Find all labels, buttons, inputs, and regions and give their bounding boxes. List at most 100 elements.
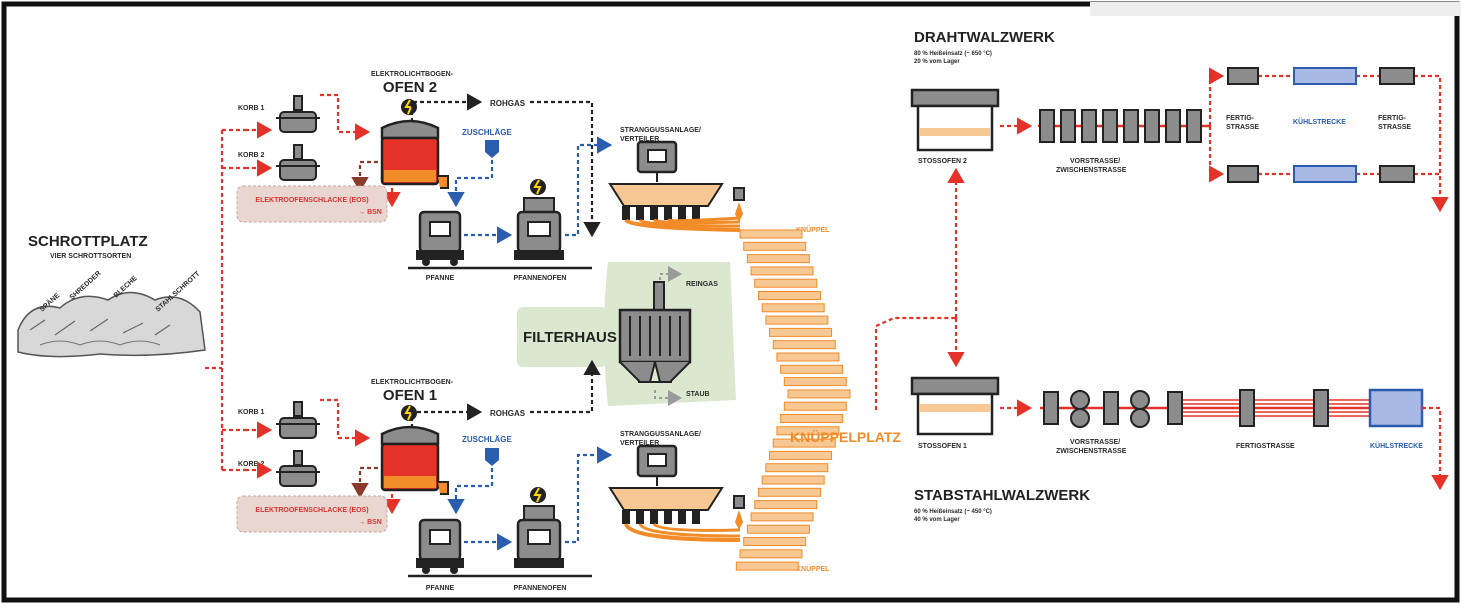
rolling-stand <box>1165 109 1181 143</box>
wire-mill-line2: 20 % vom Lager <box>914 59 960 65</box>
bar-stands-line2: ZWISCHENSTRASSE <box>1056 448 1127 455</box>
korb1-label-top: KORB 1 <box>238 105 265 112</box>
caster-label-line1-top: STRANGGUSSANLAGE/ <box>620 127 701 134</box>
slag-box <box>236 185 388 223</box>
rolling-stand <box>1144 109 1160 143</box>
wire-finish1-line1: FERTIG- <box>1226 115 1255 122</box>
additive-hopper-icon <box>485 448 499 466</box>
korb2-label-bottom: KORB 2 <box>238 461 265 468</box>
staub-label: STAUB <box>686 391 710 398</box>
continuous-caster-icon <box>608 140 745 232</box>
slag-arrow <box>351 466 378 499</box>
slag-label-line2: → BSN <box>358 209 382 216</box>
korb2-label-top: KORB 2 <box>238 152 265 159</box>
billet <box>746 254 810 264</box>
billet <box>739 549 803 559</box>
rolling-stand <box>1081 109 1097 143</box>
rohgas-label-top: ROHGAS <box>490 99 526 108</box>
filter-house: FILTERHAUS REINGAS STAUB <box>517 262 736 406</box>
scrap-flow-lines <box>205 128 245 472</box>
finishing-block <box>1227 165 1259 183</box>
reingas-label: REINGAS <box>686 281 718 288</box>
billet <box>787 389 851 399</box>
billet-yard-stack <box>735 229 851 571</box>
rolling-stand <box>1039 109 1055 143</box>
arc-furnace-icon <box>380 99 449 189</box>
finishing-block <box>1379 67 1415 85</box>
rohgas-label-bottom: ROHGAS <box>490 409 526 418</box>
billet <box>746 524 810 534</box>
furnace-2-section: KORB 1 KORB 2 ELEKTROLICHTBOGEN- OFEN 2 … <box>236 71 830 282</box>
billet <box>780 414 844 423</box>
caster-label-line2-bottom: VERTEILER <box>620 440 659 447</box>
basket-icon <box>276 144 320 181</box>
billet <box>754 278 818 288</box>
finishing-block <box>1379 165 1415 183</box>
billet <box>783 377 847 387</box>
bar-oven-label: STOSSOFEN 1 <box>918 443 967 450</box>
rolling-stand <box>1186 109 1202 143</box>
billet <box>765 463 829 473</box>
scrap-subtitle: VIER SCHROTTSORTEN <box>50 253 131 260</box>
billet <box>769 327 833 337</box>
billet <box>765 315 829 325</box>
billet <box>743 241 807 251</box>
wire-mill-section: DRAHTWALZWERK 80 % Heißeinsatz (~ 650 °C… <box>910 29 1449 213</box>
pfanne-label-top: PFANNE <box>426 275 455 282</box>
bar-mill-title: STABSTAHLWALZWERK <box>914 487 1090 504</box>
slag-box <box>236 495 388 533</box>
pusher-furnace-icon <box>910 88 1000 152</box>
wire-mill-title: DRAHTWALZWERK <box>914 29 1055 46</box>
pfannenofen-label-top: PFANNENOFEN <box>514 275 567 282</box>
caster-label-line1-bottom: STRANGGUSSANLAGE/ <box>620 431 701 438</box>
basket-icon <box>276 450 320 487</box>
billet <box>776 352 840 362</box>
wire-finish2-line1: FERTIG- <box>1378 115 1407 122</box>
billet <box>743 537 807 546</box>
cooling-section <box>1293 165 1357 183</box>
oven-to-caster-arrow <box>565 446 613 544</box>
wire-mill-line1: 80 % Heißeinsatz (~ 650 °C) <box>914 51 992 57</box>
pusher-furnace-icon <box>910 376 1000 436</box>
billet-yard-title: KNÜPPELPLATZ <box>790 429 901 445</box>
knueppel-label-bottom: KNÜPPEL <box>796 564 830 573</box>
scrap-title: SCHROTTPLATZ <box>28 233 148 250</box>
ladle-icon <box>416 210 464 266</box>
arc-furnace-icon <box>380 405 449 495</box>
scrap-pile <box>17 291 206 358</box>
billet <box>754 500 818 510</box>
billet <box>772 438 836 448</box>
continuous-caster-icon <box>608 444 745 542</box>
wire-finish1-line2: STRASSE <box>1226 124 1259 131</box>
roughing-stands <box>1038 109 1210 143</box>
bar-finish-label: FERTIGSTRASSE <box>1236 443 1295 450</box>
bar-cooling-label: KÜHLSTRECKE <box>1370 441 1423 450</box>
filter-unit-icon <box>618 281 692 383</box>
slag-label-line2: → BSN <box>358 519 382 526</box>
wire-finish2-line2: STRASSE <box>1378 124 1411 131</box>
filter-house-title: FILTERHAUS <box>523 329 617 346</box>
basket-icon <box>276 401 320 439</box>
slag-label-line1: ELEKTROOFENSCHLACKE (EOS) <box>255 197 368 204</box>
yard-to-oven-lines <box>874 167 965 410</box>
basket-icon <box>276 95 320 133</box>
knueppel-label-top: KNÜPPEL <box>796 225 830 234</box>
billet <box>750 512 814 522</box>
ladle-furnace-icon <box>514 487 564 568</box>
bar-rolling-line <box>1040 388 1424 428</box>
top-right-strip <box>1090 2 1461 16</box>
pfannenofen-label-bottom: PFANNENOFEN <box>514 585 567 592</box>
additive-hopper-icon <box>485 140 499 158</box>
bar-stands-line1: VORSTRASSE/ <box>1070 439 1120 446</box>
ladle-icon <box>416 518 464 574</box>
bar-mill-section: STOSSOFEN 1 VORSTRASSE/ ZWISCHENSTRASSE … <box>910 376 1449 523</box>
wire-oven-label: STOSSOFEN 2 <box>918 158 967 165</box>
billet <box>757 291 821 300</box>
zuschlaege-label-bottom: ZUSCHLÄGE <box>462 435 512 444</box>
billet <box>783 401 847 411</box>
billet <box>757 487 821 497</box>
pfanne-label-bottom: PFANNE <box>426 585 455 592</box>
finishing-block <box>1227 67 1259 85</box>
